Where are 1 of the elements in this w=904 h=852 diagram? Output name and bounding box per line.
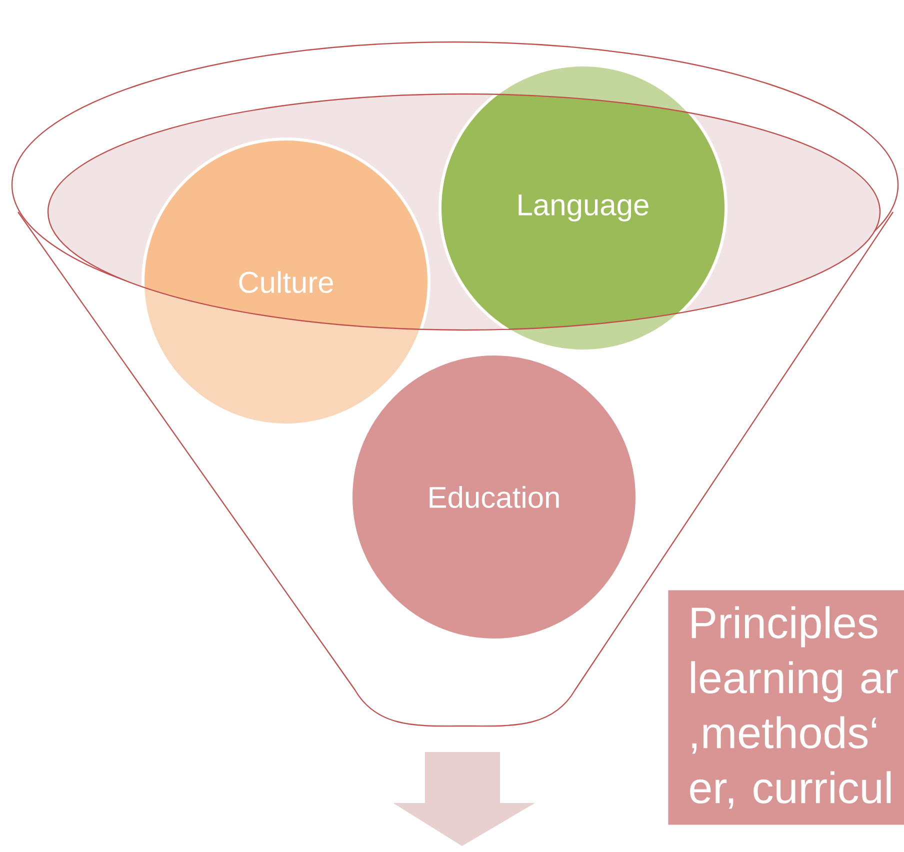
text-box: Principles learning ar ,methods‘ er, curricul <box>668 590 904 825</box>
